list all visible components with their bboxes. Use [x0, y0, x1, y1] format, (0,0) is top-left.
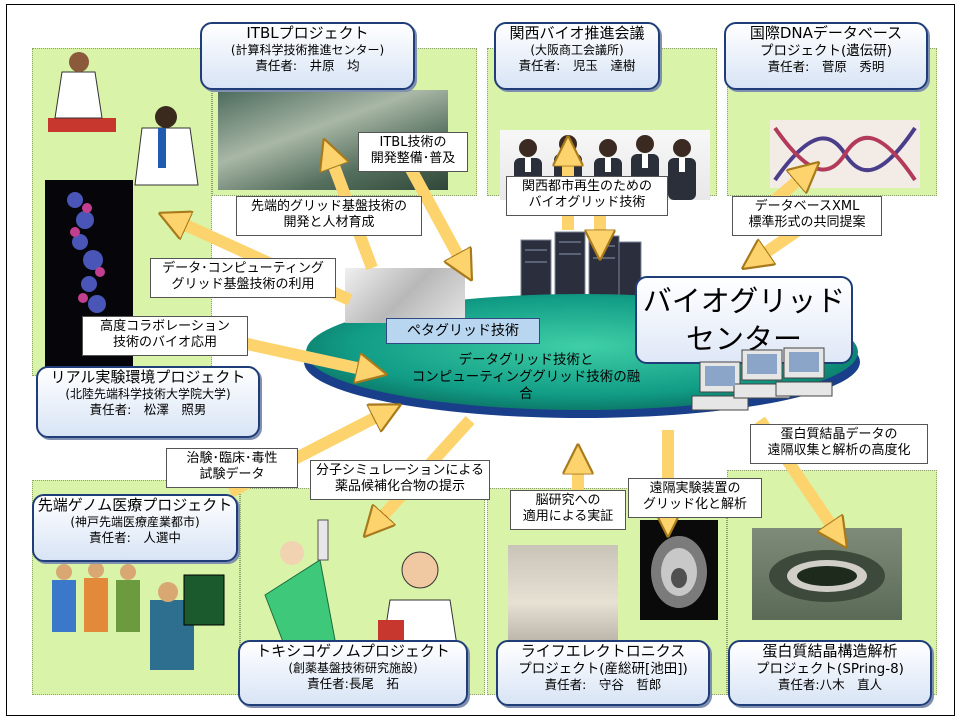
project-dna-org: プロジェクト(遺伝研) — [759, 43, 893, 59]
label-advanced-grid-line-1: 先端的グリッド基盤技術の — [250, 199, 407, 214]
label-dc-grid-line-2: グリッド基盤技術の利用 — [171, 277, 315, 292]
label-remote-instrument: 遠隔実験装置の グリッド化と解析 — [628, 478, 762, 518]
outer-frame — [6, 4, 955, 716]
project-kansai-org: (大阪商工会議所) — [530, 43, 624, 57]
project-genome-org: (神戸先端医療産業都市) — [70, 515, 200, 529]
nurse-icon — [264, 519, 336, 661]
label-remote-line-1: 遠隔実験装置の — [649, 481, 741, 496]
project-kansai: 関西バイオ推進会議 (大阪商工会議所) 責任者: 児玉 達樹 — [494, 22, 660, 90]
label-protein-data: 蛋白質結晶データの 遠隔収集と解析の高度化 — [750, 424, 928, 464]
label-clinical-data: 治験･臨床･毒性 試験データ — [166, 448, 298, 488]
fusion-label: データグリッド技術と コンピューティンググリッド技術の融合 — [408, 352, 644, 403]
project-dna: 国際DNAデータベース プロジェクト(遺伝研) 責任者: 菅原 秀明 — [724, 22, 928, 90]
project-toxico-title: トキシコゲノムプロジェクト — [256, 642, 450, 660]
office-people-icon — [52, 562, 225, 670]
label-db-xml: データベースXML 標準形式の共同提案 — [732, 196, 882, 236]
label-kansai-biogrid: 関西都市再生のための バイオグリッド技術 — [506, 176, 668, 216]
project-protein-title: 蛋白質結晶構造解析 — [762, 642, 898, 660]
project-itbl-org: (計算科学技術推進センター) — [230, 43, 385, 57]
label-itbl-dev-line-2: 開発整備･普及 — [370, 151, 456, 166]
synchrotron-photo — [752, 528, 902, 620]
peta-grid-label: ペタグリッド技術 — [386, 318, 540, 344]
project-protein-lead: 責任者:八木 直人 — [777, 677, 883, 692]
label-kansai-biogrid-line-2: バイオグリッド技術 — [528, 195, 646, 210]
project-toxico-org: (創薬基盤技術研究施設) — [288, 661, 418, 675]
project-itbl: ITBLプロジェクト (計算科学技術推進センター) 責任者: 井原 均 — [200, 22, 415, 90]
project-real-experiment: リアル実験環境プロジェクト (北陸先端科学技術大学院大学) 責任者: 松澤 照男 — [36, 366, 260, 438]
project-real-title: リアル実験環境プロジェクト — [50, 368, 246, 386]
project-real-org: (北陸先端科学技術大学院大学) — [65, 387, 231, 401]
project-life-title: ライフエレクトロニクス — [520, 642, 686, 660]
project-kansai-title: 関西バイオ推進会議 — [509, 24, 645, 42]
label-kansai-biogrid-line-1: 関西都市再生のための — [521, 179, 652, 194]
label-db-xml-line-2: 標準形式の共同提案 — [748, 215, 866, 230]
fusion-line-1: データグリッド技術と — [458, 352, 594, 368]
project-genome: 先端ゲノム医療プロジェクト (神戸先端医療産業都市) 責任者: 人選中 — [32, 494, 238, 562]
label-brain-line-1: 脳研究への — [535, 493, 601, 508]
label-molecular-sim: 分子シミュレーションによる 薬品候補化合物の提示 — [310, 460, 490, 500]
arrow-from-itbl — [400, 157, 466, 270]
project-protein-org: プロジェクト(SPring-8) — [756, 661, 904, 677]
label-advanced-grid-dev: 先端的グリッド基盤技術の 開発と人材育成 — [236, 196, 422, 236]
label-dc-grid-line-1: データ･コンピューティング — [162, 261, 324, 276]
project-toxico: トキシコゲノムプロジェクト (創薬基盤技術研究施設) 責任者:長尾 拓 — [238, 640, 468, 706]
project-genome-lead: 責任者: 人選中 — [89, 530, 181, 545]
label-advanced-grid-line-2: 開発と人材育成 — [283, 215, 375, 230]
label-data-computing-grid: データ･コンピューティング グリッド基盤技術の利用 — [150, 258, 336, 298]
label-clinical-line-1: 治験･臨床･毒性 — [186, 451, 278, 466]
project-life-org: プロジェクト(産総研[池田]) — [518, 661, 688, 677]
center-line-1: バイオグリッド — [642, 284, 846, 318]
label-molecular-line-1: 分子シミュレーションによる — [315, 463, 485, 478]
label-collab-line-2: 技術のバイオ応用 — [112, 335, 217, 350]
project-life-lead: 責任者: 守谷 哲郎 — [544, 677, 662, 692]
label-collab-line-1: 高度コラボレーション — [100, 319, 230, 334]
project-itbl-title: ITBLプロジェクト — [246, 24, 369, 42]
label-itbl-dev-line-1: ITBL技術の — [379, 135, 447, 150]
project-real-lead: 責任者: 松澤 照男 — [89, 402, 207, 417]
label-clinical-line-2: 試験データ — [199, 467, 265, 482]
scientist-right-icon — [134, 106, 199, 186]
project-dna-title: 国際DNAデータベース — [749, 24, 903, 42]
label-protein-line-2: 遠隔収集と解析の高度化 — [767, 443, 911, 458]
label-brain-line-2: 適用による実証 — [522, 509, 614, 524]
label-remote-line-2: グリッド化と解析 — [642, 497, 747, 512]
label-collaboration: 高度コラボレーション 技術のバイオ応用 — [82, 316, 248, 356]
scientist-left-icon — [48, 52, 116, 132]
project-itbl-lead: 責任者: 井原 均 — [255, 58, 360, 73]
project-kansai-lead: 責任者: 児玉 達樹 — [518, 58, 636, 73]
label-molecular-line-2: 薬品候補化合物の提示 — [334, 479, 465, 494]
label-brain-research: 脳研究への 適用による実証 — [510, 490, 626, 530]
project-protein-crystal: 蛋白質結晶構造解析 プロジェクト(SPring-8) 責任者:八木 直人 — [728, 640, 932, 706]
project-toxico-lead: 責任者:長尾 拓 — [307, 676, 399, 691]
fusion-line-2: コンピューティンググリッド技術の融合 — [411, 369, 641, 402]
label-protein-line-1: 蛋白質結晶データの — [780, 427, 898, 442]
project-dna-lead: 責任者: 菅原 秀明 — [767, 59, 885, 74]
project-life-electronics: ライフエレクトロニクス プロジェクト(産総研[池田]) 責任者: 守谷 哲郎 — [496, 640, 710, 706]
project-genome-title: 先端ゲノム医療プロジェクト — [37, 496, 233, 514]
label-itbl-dev: ITBL技術の 開発整備･普及 — [358, 132, 468, 172]
label-db-xml-line-1: データベースXML — [754, 199, 860, 214]
